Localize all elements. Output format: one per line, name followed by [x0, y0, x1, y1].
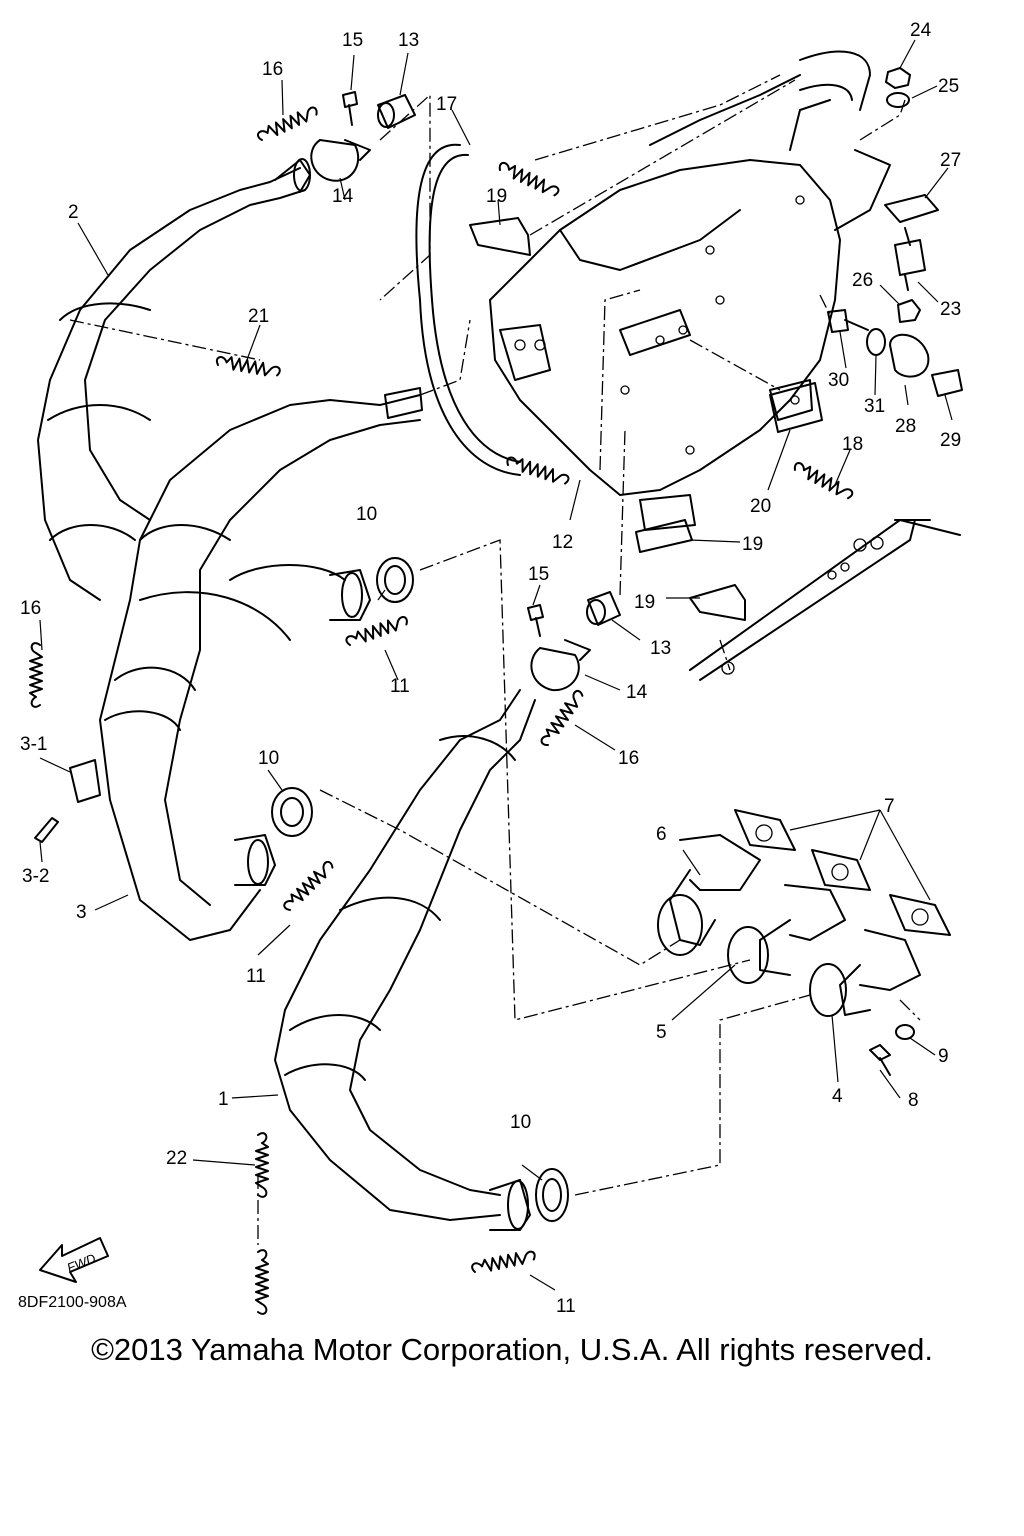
callout-10-a: 10	[356, 504, 377, 525]
callout-28: 28	[895, 416, 916, 437]
spring-22-b	[255, 1249, 269, 1315]
callout-23: 23	[940, 299, 961, 320]
clamp-14-b	[530, 639, 591, 692]
manifold-5	[727, 884, 846, 984]
screw-3-2	[34, 817, 59, 843]
callout-15-a: 15	[342, 30, 363, 51]
callout-13-a: 13	[398, 30, 419, 51]
manifold-6	[657, 834, 761, 956]
callout-19-b: 19	[742, 534, 763, 555]
washer-9	[895, 1024, 915, 1040]
damper-13-b	[587, 591, 621, 626]
callout-17: 17	[436, 94, 457, 115]
bolt-15-a	[342, 91, 358, 126]
callout-8: 8	[908, 1090, 919, 1111]
callout-10-c: 10	[510, 1112, 531, 1133]
muffler-2	[37, 158, 311, 601]
callout-14-a: 14	[332, 186, 354, 207]
collar-29	[931, 369, 963, 397]
callout-29: 29	[940, 430, 961, 451]
seal-ring-10-a	[376, 557, 414, 603]
spring-16-c	[537, 687, 587, 749]
bolt-30	[827, 309, 869, 333]
spring-11-b	[280, 858, 337, 914]
manifold-4	[809, 929, 921, 1017]
hose-17-inner	[428, 153, 521, 463]
callout-19-c: 19	[634, 592, 655, 613]
spring-11-c	[470, 1248, 537, 1276]
callout-18: 18	[842, 434, 863, 455]
callout-11-b: 11	[246, 966, 266, 987]
washer-25	[886, 92, 910, 108]
callout-10-b: 10	[258, 748, 279, 769]
callout-3: 3	[76, 902, 87, 923]
callout-20: 20	[750, 496, 771, 517]
frame-bracket	[689, 519, 961, 681]
callout-30: 30	[828, 370, 849, 391]
callout-16-c: 16	[618, 748, 639, 769]
clip-3-1	[69, 759, 101, 803]
callout-5: 5	[656, 1022, 667, 1043]
spring-16-a	[255, 103, 320, 144]
callout-19-a: 19	[486, 186, 507, 207]
callout-27: 27	[940, 150, 961, 171]
copyright-notice: ©2013 Yamaha Motor Corporation, U.S.A. A…	[91, 1332, 933, 1367]
spring-18	[791, 459, 856, 502]
muffler-1	[274, 689, 536, 1231]
callout-12: 12	[552, 532, 573, 553]
callout-11-c: 11	[556, 1296, 576, 1317]
spring-16-b	[29, 642, 43, 708]
damper-28	[889, 333, 930, 378]
bracket-19-a	[469, 217, 531, 256]
seal-ring-10-c	[535, 1168, 569, 1222]
callout-14-b: 14	[626, 682, 648, 703]
callout-11-a: 11	[390, 676, 410, 697]
plate-27	[884, 194, 939, 223]
callout-7: 7	[884, 796, 895, 817]
spring-21	[214, 353, 282, 379]
callout-9: 9	[938, 1046, 949, 1067]
callout-21: 21	[248, 306, 269, 327]
callout-24: 24	[910, 20, 932, 41]
spring-12-hook	[504, 453, 571, 488]
damper-13-a	[377, 94, 416, 129]
bracket-20	[769, 382, 823, 433]
bracket-19-c	[689, 584, 746, 621]
nut-24	[885, 67, 911, 89]
rubber-mount-23	[894, 227, 926, 291]
nut-26	[897, 299, 921, 323]
callout-labels: 1 2 3 3-1 3-2 4 5 6 7 8 9 10 10 10 11 11…	[20, 20, 961, 1317]
leader-lines	[39, 39, 953, 1291]
callout-4: 4	[832, 1086, 843, 1107]
bolt-8	[869, 1044, 891, 1076]
callout-26: 26	[852, 270, 873, 291]
seal-ring-10-b	[271, 787, 313, 837]
gasket-7	[734, 809, 951, 936]
washer-31	[866, 328, 886, 356]
callout-15-b: 15	[528, 564, 549, 585]
chamber-12	[489, 50, 891, 531]
assembly-lines	[69, 74, 921, 1196]
callout-31: 31	[864, 396, 885, 417]
callout-25: 25	[938, 76, 959, 97]
callout-16-b: 16	[20, 598, 41, 619]
bolt-15-b	[527, 604, 544, 637]
diagram-reference-code: 8DF2100-908A	[18, 1294, 127, 1311]
callout-6: 6	[656, 824, 667, 845]
clamp-14-a	[310, 139, 371, 182]
fwd-label: FWD	[65, 1251, 98, 1276]
callout-2: 2	[68, 202, 79, 223]
callout-1: 1	[218, 1089, 229, 1110]
callout-16-a: 16	[262, 59, 283, 80]
callout-3-1: 3-1	[20, 734, 47, 755]
fwd-arrow: FWD	[39, 1237, 109, 1283]
muffler-3	[99, 387, 423, 941]
callout-13-b: 13	[650, 638, 671, 659]
callout-22: 22	[166, 1148, 187, 1169]
callout-3-2: 3-2	[22, 866, 49, 887]
